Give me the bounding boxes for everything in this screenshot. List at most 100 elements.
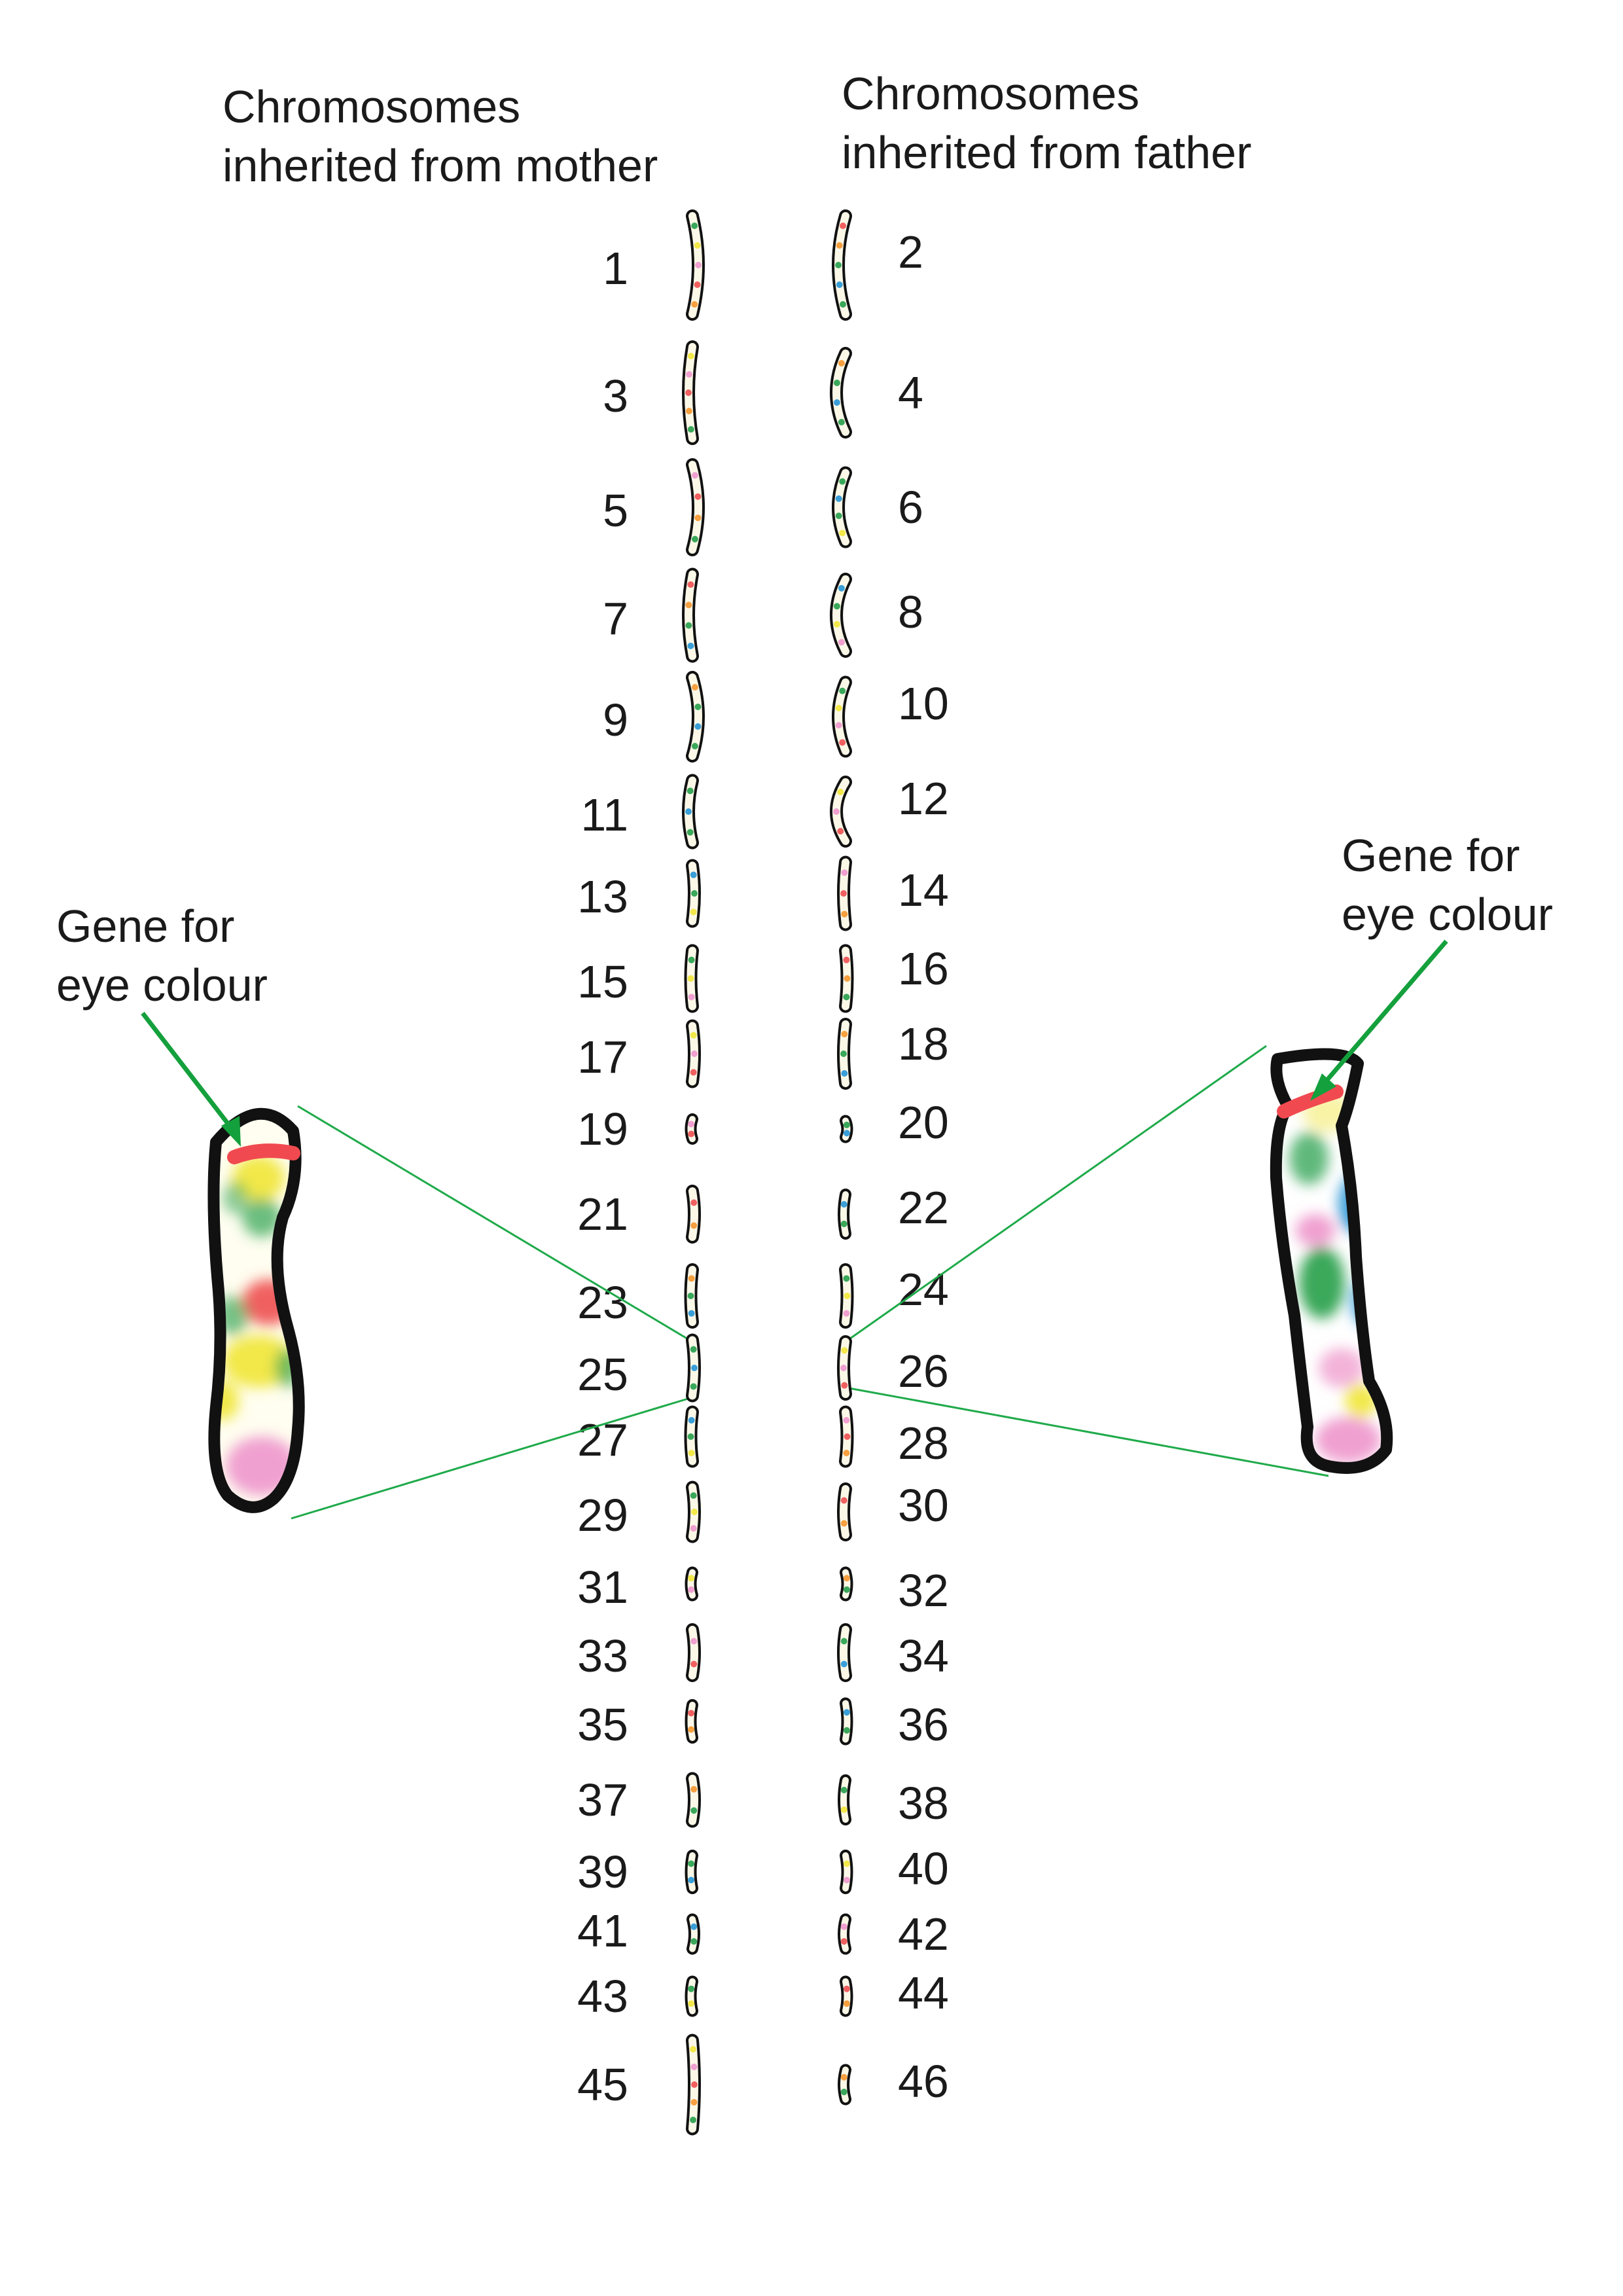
chromosome-number-41: 41 — [577, 1905, 628, 1956]
chromosome-13 — [686, 859, 701, 928]
chromosome-number-7: 7 — [603, 593, 628, 644]
callout-father-gene: Gene for eye colour — [1342, 826, 1553, 944]
arrowhead-father — [1310, 1073, 1336, 1101]
chromosome-22 — [838, 1189, 851, 1240]
chromosome-2 — [832, 209, 852, 321]
chromosome-number-3: 3 — [603, 370, 628, 422]
chromosome-8 — [830, 573, 852, 658]
heading-father: Chromosomes inherited from father — [842, 64, 1251, 182]
chromosome-39 — [685, 1850, 698, 1894]
chromosome-6 — [832, 466, 852, 548]
chromosome-number-25: 25 — [577, 1349, 628, 1400]
chromosome-number-45: 45 — [577, 2059, 628, 2110]
chromosome-number-15: 15 — [577, 956, 628, 1007]
callout-mother-gene: Gene for eye colour — [56, 897, 268, 1014]
arrowhead-mother — [221, 1116, 241, 1147]
chromosome-27 — [684, 1405, 699, 1468]
chromosome-5 — [686, 458, 705, 556]
chromosome-number-1: 1 — [603, 243, 628, 294]
chromosome-25 — [686, 1333, 701, 1403]
chromosome-33 — [686, 1623, 701, 1682]
zoom-line-father-bottom — [845, 1386, 1329, 1477]
chromosome-42 — [838, 1913, 851, 1955]
chromosome-number-42: 42 — [898, 1909, 949, 1960]
chromosome-number-18: 18 — [898, 1018, 949, 1069]
chromosome-46 — [838, 2064, 851, 2106]
eye-colour-gene-marker-mother — [227, 1143, 300, 1164]
chromosome-16 — [839, 944, 854, 1013]
heading-mother: Chromosomes inherited from mother — [223, 77, 658, 195]
callout-mother-line1: Gene for — [56, 901, 235, 952]
chromosome-24 — [839, 1263, 854, 1329]
chromosome-18 — [837, 1018, 852, 1090]
heading-father-line2: inherited from father — [842, 127, 1252, 178]
chromosome-45 — [686, 2034, 701, 2136]
chromosome-number-13: 13 — [577, 871, 628, 922]
chromosome-number-5: 5 — [603, 485, 628, 536]
chromosome-number-19: 19 — [577, 1103, 628, 1155]
chromosome-23 — [684, 1263, 699, 1329]
enlarged-chromosome-26 — [1270, 1048, 1393, 1474]
arrow-father-gene — [1317, 939, 1448, 1092]
zoom-line-father-top — [845, 1045, 1267, 1343]
chromosome-1 — [686, 209, 705, 321]
callout-father-line2: eye colour — [1342, 889, 1553, 940]
chromosome-15 — [684, 944, 699, 1013]
gene-arrows — [141, 939, 1448, 1147]
chromosome-number-40: 40 — [898, 1843, 949, 1894]
chromosome-35 — [685, 1699, 698, 1744]
chromosome-number-30: 30 — [898, 1480, 949, 1531]
chromosome-7 — [682, 567, 699, 663]
chromosome-number-43: 43 — [577, 1971, 628, 2022]
chromosome-number-6: 6 — [898, 482, 923, 533]
chromosome-number-4: 4 — [898, 367, 923, 418]
chromosome-31 — [685, 1566, 698, 1602]
chromosome-29 — [686, 1480, 701, 1543]
zoom-guide-lines — [291, 1045, 1329, 1520]
chromosome-number-35: 35 — [577, 1699, 628, 1750]
callout-father-line1: Gene for — [1342, 830, 1520, 881]
chromosome-number-26: 26 — [898, 1346, 949, 1397]
chromosome-19 — [685, 1113, 698, 1145]
arrow-mother-gene — [141, 1011, 238, 1136]
chromosome-number-46: 46 — [898, 2056, 949, 2107]
chromosome-number-12: 12 — [898, 773, 949, 824]
chromosome-number-17: 17 — [577, 1031, 628, 1083]
chromosome-number-36: 36 — [898, 1699, 949, 1750]
chromosome-43 — [685, 1975, 698, 2017]
chromosome-26 — [837, 1335, 852, 1401]
chromosome-37 — [686, 1772, 701, 1828]
chromosome-set — [682, 209, 854, 2136]
chromosome-number-11: 11 — [580, 789, 628, 840]
chromosome-number-22: 22 — [898, 1182, 949, 1233]
chromosome-40 — [840, 1850, 853, 1894]
zoom-line-mother-bottom — [291, 1396, 693, 1520]
zoom-line-mother-top — [297, 1105, 693, 1343]
chromosome-number-31: 31 — [577, 1562, 628, 1613]
chromosome-9 — [686, 671, 705, 762]
chromosome-number-44: 44 — [898, 1967, 949, 2018]
chromosome-38 — [838, 1774, 851, 1825]
chromosome-number-2: 2 — [898, 226, 923, 278]
chromosome-number-32: 32 — [898, 1565, 949, 1616]
chromosome-4 — [830, 347, 852, 439]
chromosome-3 — [682, 340, 699, 445]
chromosome-number-10: 10 — [898, 678, 949, 729]
chromosome-number-39: 39 — [577, 1846, 628, 1897]
chromosome-number-34: 34 — [898, 1630, 949, 1681]
heading-mother-line1: Chromosomes — [223, 81, 521, 132]
chromosome-44 — [840, 1975, 853, 2017]
chromosome-11 — [682, 774, 699, 850]
chromosome-number-20: 20 — [898, 1097, 949, 1148]
chromosome-10 — [832, 675, 852, 758]
chromosome-number-38: 38 — [898, 1778, 949, 1829]
heading-father-line1: Chromosomes — [842, 68, 1140, 119]
chromosome-17 — [686, 1019, 701, 1088]
heading-mother-line2: inherited from mother — [223, 140, 658, 191]
chromosome-34 — [837, 1623, 852, 1682]
chromosome-12 — [830, 776, 852, 848]
chromosome-number-29: 29 — [577, 1490, 628, 1541]
eye-colour-gene-marker-father — [1277, 1085, 1344, 1119]
chromosome-number-14: 14 — [898, 865, 949, 916]
